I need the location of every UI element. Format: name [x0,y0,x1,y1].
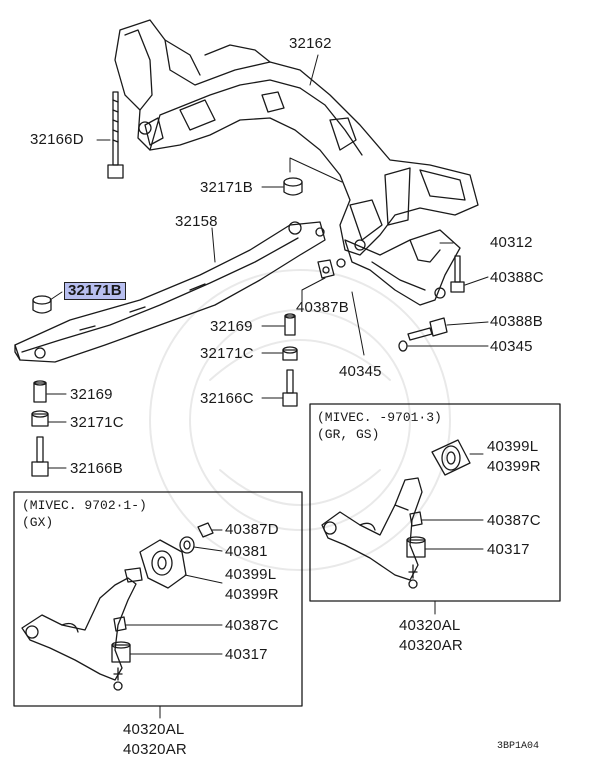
label-40387C-right: 40387C [487,512,541,529]
label-40345-right: 40345 [490,338,533,355]
figure-reference-code: 3BP1A04 [497,741,540,752]
lower-arm-assembly-top [344,229,461,306]
lower-arm-left [21,567,143,691]
label-32169-right: 32169 [210,318,253,335]
stopper-32171C-right [282,346,298,361]
leader-lines-left-box [125,529,223,655]
label-40399L-left: 40399L [225,566,277,583]
crossmember-32162 [114,19,479,256]
nut-40387C-right [409,511,423,527]
label-40320AL-right: 40320AL [399,617,461,634]
collar-32169-left [33,380,47,403]
label-40387C-left: 40387C [225,617,279,634]
label-32162: 32162 [289,35,332,52]
stopper-32171C-left [31,410,49,427]
label-40399R-right: 40399R [487,458,541,475]
bolt-32166C [282,369,298,407]
detail-box-left [13,491,303,719]
label-32171B-highlighted: 32171B [64,282,126,300]
note-right-line1: (MIVEC. -9701·3) [317,410,442,425]
label-40387B: 40387B [296,299,349,316]
label-32171B-top: 32171B [200,179,253,196]
lower-arm-right [321,477,423,589]
note-right-line2: (GR, GS) [317,427,380,442]
note-left-line2: (GX) [22,515,54,530]
washer-40345-right [398,340,408,352]
leader-lines-top [46,54,489,469]
bolt-32166B [31,436,49,477]
washer-40381 [179,536,195,554]
leader-lines-right-box [421,453,484,550]
stopper-40317-right [406,536,426,558]
label-40312: 40312 [490,234,533,251]
label-32166C: 32166C [200,390,254,407]
label-40381: 40381 [225,543,268,560]
nut-40387C-left [113,616,127,632]
subframe-32158 [14,221,326,363]
stopper-32171B-top [283,177,303,196]
bolt-32166D [107,91,124,179]
collar-32169-right [284,313,296,336]
label-40388C: 40388C [490,269,544,286]
label-32171C-right: 32171C [200,345,254,362]
label-40320AL-left: 40320AL [123,721,185,738]
label-32169-left: 32169 [70,386,113,403]
stopper-32171B-left [32,295,52,314]
bushing-40399-left [139,539,187,589]
label-40399R-left: 40399R [225,586,279,603]
label-32158: 32158 [175,213,218,230]
bushing-40399-right [431,439,471,476]
label-40387D: 40387D [225,521,279,538]
stopper-40317-left [111,641,131,663]
label-40388B: 40388B [490,313,543,330]
label-40345-center: 40345 [339,363,382,380]
nut-40387B [317,258,346,279]
bolt-40388C [450,255,465,293]
label-32166B: 32166B [70,460,123,477]
note-left-line1: (MIVEC. 9702·1-) [22,498,147,513]
detail-box-right [309,403,561,615]
label-40320AR-left: 40320AR [123,741,187,758]
nut-40387D [197,522,214,538]
label-32166D: 32166D [30,131,84,148]
bolt-40388B [407,317,448,341]
label-40317-left: 40317 [225,646,268,663]
label-40317-right: 40317 [487,541,530,558]
label-40320AR-right: 40320AR [399,637,463,654]
watermark [149,269,451,571]
label-40399L-right: 40399L [487,438,539,455]
label-32171C-left: 32171C [70,414,124,431]
